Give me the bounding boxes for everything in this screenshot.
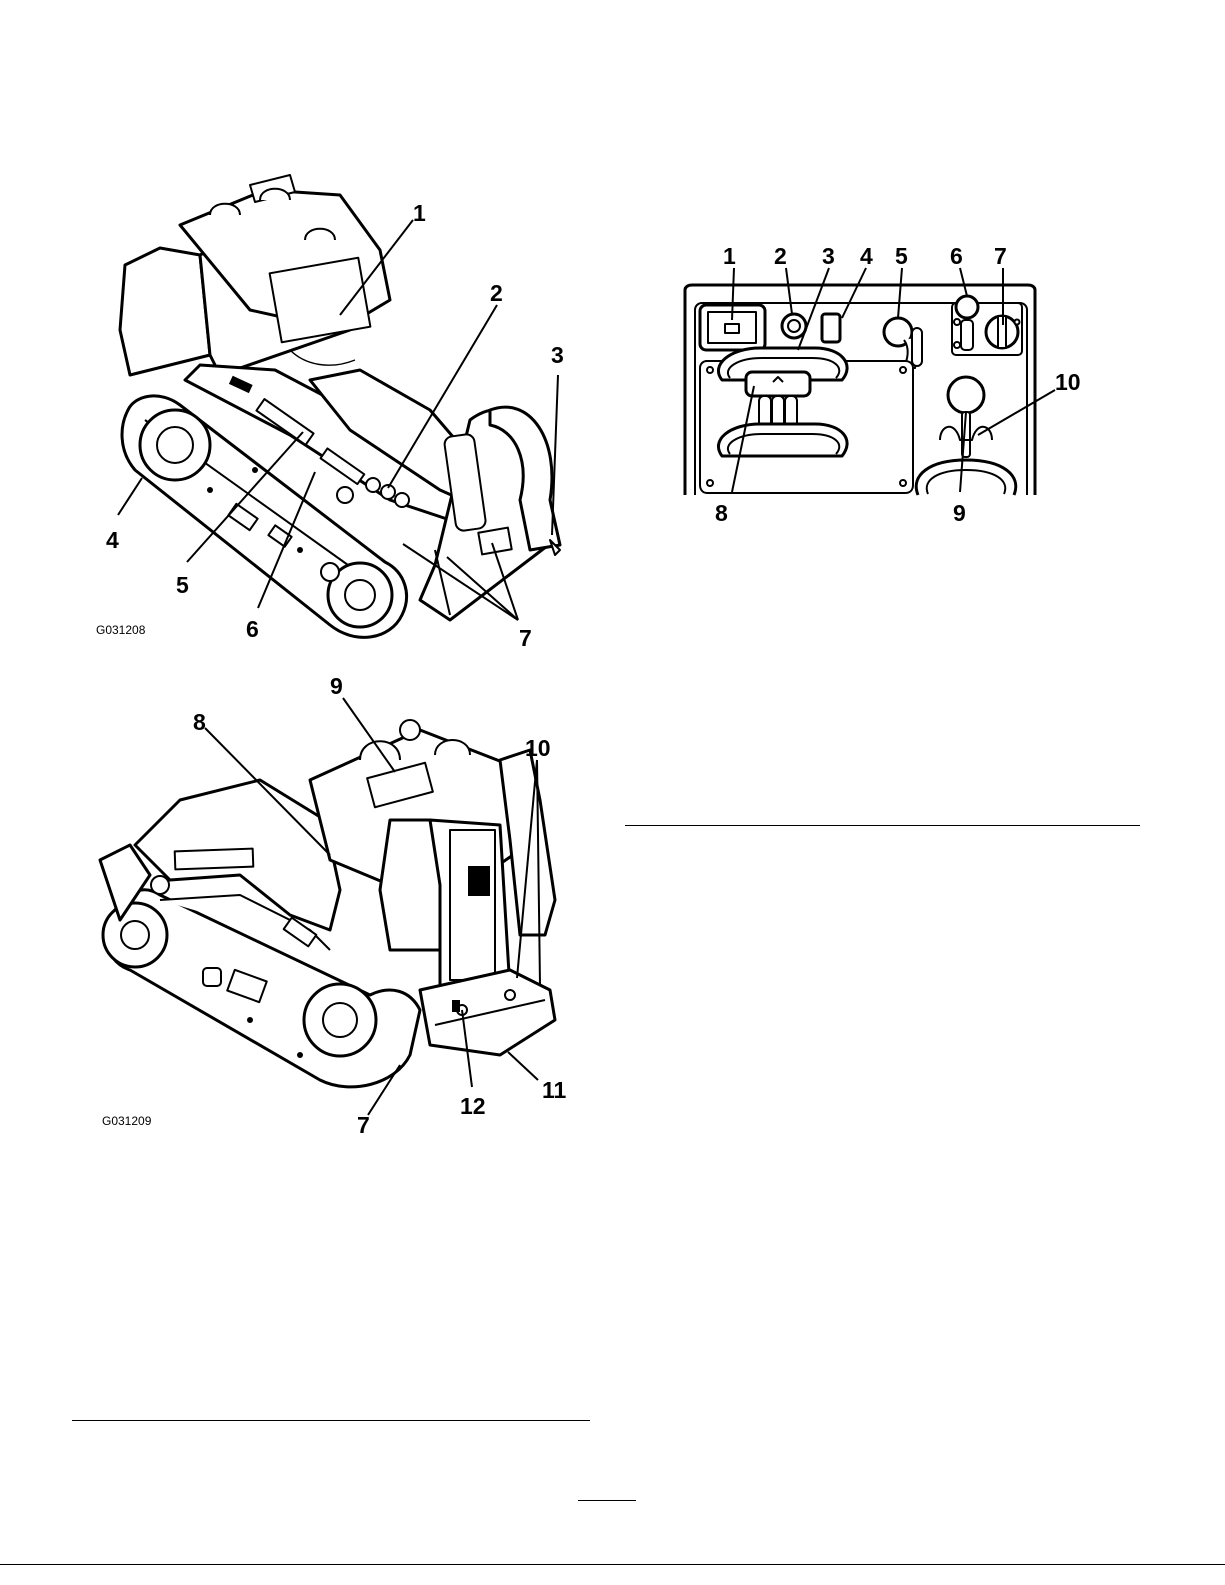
callout-2: 2	[490, 280, 503, 306]
callout-9: 9	[330, 673, 343, 699]
callout-3: 3	[822, 243, 835, 269]
throttle-knob	[956, 296, 978, 318]
callout-2: 2	[774, 243, 787, 269]
callout-7: 7	[994, 243, 1007, 269]
machine-front-illustration: 1 2 3 4 5 6 7 G031208	[90, 170, 590, 660]
loader-control-knob	[948, 377, 984, 413]
callout-1: 1	[413, 200, 426, 226]
callout-12: 12	[460, 1093, 486, 1119]
figure-code: G031209	[102, 1114, 152, 1128]
figure-code: G031208	[96, 623, 146, 637]
callout-11: 11	[542, 1077, 567, 1103]
footer-line	[0, 1564, 1225, 1565]
callout-10: 10	[525, 735, 551, 761]
control-tower	[310, 720, 555, 990]
callout-6: 6	[950, 243, 963, 269]
divider-right	[625, 825, 1140, 826]
traction-lever	[746, 372, 810, 396]
callout-3: 3	[551, 342, 564, 368]
divider-left	[72, 1420, 590, 1421]
callout-5: 5	[176, 572, 189, 598]
callout-4: 4	[860, 243, 873, 269]
callout-1: 1	[723, 243, 736, 269]
machine-rear-illustration: 8 9 10 11 12 7 G031209	[90, 670, 590, 1140]
callout-6: 6	[246, 616, 259, 642]
callout-8: 8	[193, 709, 206, 735]
page-number-rule	[578, 1500, 636, 1501]
callout-9: 9	[953, 500, 966, 526]
control-panel-illustration: 1 2 3 4 5 6 7 8 9 10	[670, 240, 1090, 530]
callout-5: 5	[895, 243, 908, 269]
callout-8: 8	[715, 500, 728, 526]
callout-7: 7	[519, 625, 532, 651]
callout-10: 10	[1055, 369, 1081, 395]
callout-7: 7	[357, 1112, 370, 1138]
switch-button	[822, 314, 840, 342]
callout-4: 4	[106, 527, 119, 553]
